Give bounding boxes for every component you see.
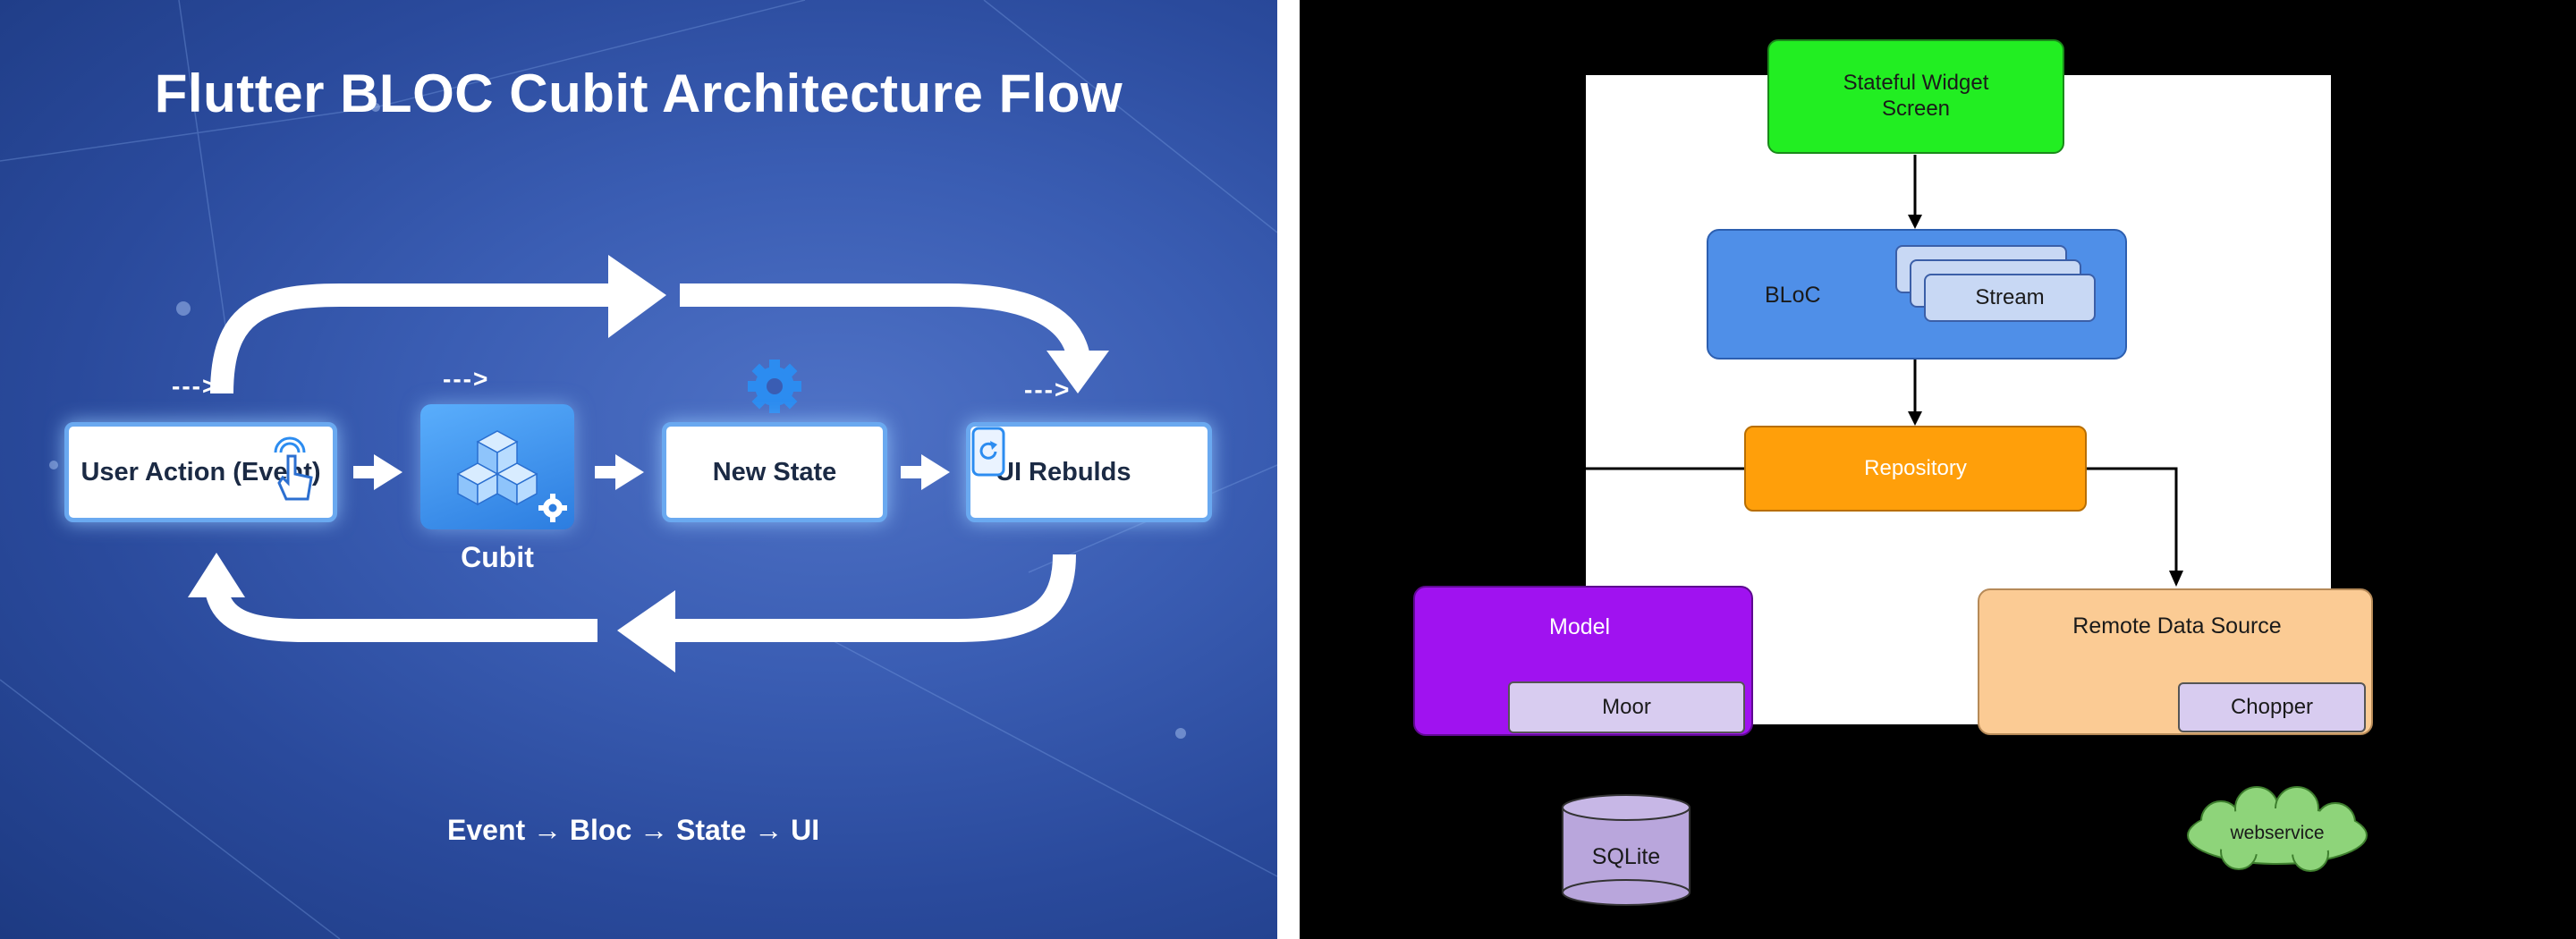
new-state-label: New State xyxy=(712,457,837,486)
top-loop-arrow xyxy=(210,283,1089,394)
webservice-label: webservice xyxy=(2230,823,2325,844)
moor-label: Moor xyxy=(1602,694,1651,719)
dash-arrow-user-action: ---> xyxy=(172,372,219,400)
gear-icon xyxy=(748,360,801,413)
bottom-loop-arrowhead-end xyxy=(188,553,245,597)
remote-data-source-label: Remote Data Source xyxy=(2072,613,2282,639)
repository-label: Repository xyxy=(1864,455,1967,480)
connector-lines xyxy=(1586,155,2178,572)
new-state-box: New State xyxy=(662,422,887,522)
row-arrows xyxy=(353,454,950,490)
chopper-box: Chopper xyxy=(2178,682,2366,732)
remote-data-source-box: Remote Data Source Chopper xyxy=(1978,588,2373,735)
moor-box: Moor xyxy=(1508,681,1745,733)
user-action-label: User Action (Event) xyxy=(80,457,321,486)
cubes-icon xyxy=(456,430,567,522)
bottom-loop-arrow xyxy=(205,554,1076,642)
cubit-tile xyxy=(420,404,574,529)
phone-refresh-icon xyxy=(971,427,1005,477)
bloc-repository-panel: Stateful Widget Screen BLoC Stream Repos… xyxy=(1300,0,2576,939)
dash-arrow-cubit: ---> xyxy=(443,365,490,393)
chopper-label: Chopper xyxy=(2230,694,2314,719)
left-decor-layer xyxy=(0,0,1277,939)
dash-arrow-ui: ---> xyxy=(1024,376,1072,403)
sqlite-label: SQLite xyxy=(1591,844,1661,869)
cubit-gear-icon xyxy=(538,494,567,522)
flow-caption: Event → Bloc → State → UI xyxy=(447,814,820,846)
bloc-label: BLoC xyxy=(1765,283,1821,308)
cubit-architecture-panel: Flutter BLOC Cubit Architecture Flow ---… xyxy=(0,0,1277,939)
bloc-box: BLoC Stream xyxy=(1707,229,2127,360)
bottom-loop-arrowhead-mid xyxy=(617,590,675,673)
ui-rebuilds-box: UI Rebulds xyxy=(966,422,1212,522)
top-loop-arrowhead-mid xyxy=(608,255,666,338)
main-title: Flutter BLOC Cubit Architecture Flow xyxy=(154,63,1123,123)
stream-label: Stream xyxy=(1975,284,2045,309)
sqlite-cylinder xyxy=(1562,794,1690,906)
cubit-label: Cubit xyxy=(461,541,534,573)
connector-arrowheads xyxy=(1908,215,2183,587)
webservice-cloud-fill xyxy=(2191,808,2363,855)
model-label: Model xyxy=(1549,614,1611,639)
ui-rebuilds-label: UI Rebulds xyxy=(996,457,1131,486)
stateful-widget-box: Stateful Widget Screen xyxy=(1767,39,2064,154)
user-action-box: User Action (Event) xyxy=(64,422,337,522)
repository-box: Repository xyxy=(1744,426,2087,512)
stateful-widget-label: Stateful Widget Screen xyxy=(1843,71,1989,121)
stream-card-front: Stream xyxy=(1924,274,2096,322)
background-network-dots xyxy=(49,103,1186,739)
top-loop-arrowhead-end xyxy=(1046,351,1109,393)
model-box: Model Moor xyxy=(1413,586,1753,736)
